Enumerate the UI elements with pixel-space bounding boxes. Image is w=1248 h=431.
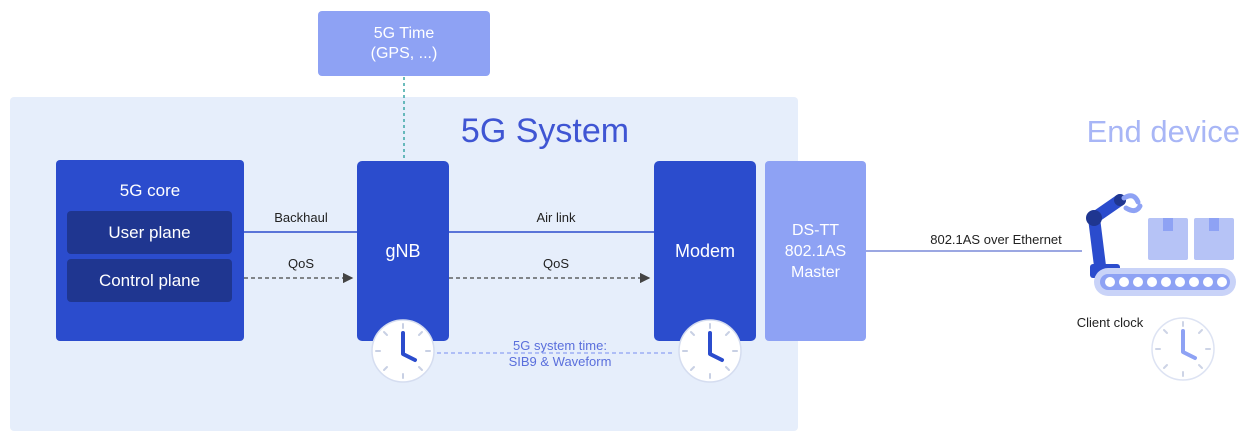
system-title: 5G System [460, 111, 630, 150]
gnb-box: gNB [357, 161, 449, 341]
dstt-label-1: DS-TT [791, 221, 840, 239]
control-plane-box: Control plane [67, 259, 232, 302]
dstt-box: DS-TT 802.1AS Master [765, 161, 866, 341]
system-time-line-1: 5G system time: [513, 338, 607, 353]
core-qos-label: QoS [287, 255, 314, 271]
backhaul-label: Backhaul [274, 209, 328, 225]
core-box: 5G core User plane Control plane [56, 160, 244, 341]
user-plane-box: User plane [67, 211, 232, 254]
package-icon [1148, 218, 1234, 260]
conveyor-belt-icon [1094, 268, 1236, 296]
ethernet-label: 802.1AS over Ethernet [930, 231, 1062, 247]
gnb-label: gNB [385, 240, 421, 261]
modem-label: Modem [674, 240, 736, 261]
robot-arm-icon [1086, 193, 1143, 278]
system-time-line-2: SIB9 & Waveform [508, 354, 612, 369]
modem-clock-icon [677, 318, 743, 384]
modem-box: Modem [654, 161, 756, 341]
client-clock-icon [1150, 316, 1216, 382]
core-title: 5G core [119, 181, 181, 200]
air-qos-label: QoS [542, 255, 569, 271]
time-source-sublabel: (GPS, ...) [370, 44, 438, 62]
time-source-label: 5G Time [373, 24, 435, 42]
system-time-label: 5G system time: SIB9 & Waveform [455, 336, 665, 372]
air-link-label: Air link [536, 209, 576, 225]
dstt-label-3: Master [791, 263, 840, 281]
time-source-box: 5G Time (GPS, ...) [318, 11, 490, 76]
end-device-title: End device [1086, 114, 1240, 149]
client-clock-label: Client clock [1076, 314, 1144, 330]
dstt-label-2: 802.1AS [784, 242, 847, 260]
end-device-illustration [1086, 193, 1236, 296]
gnb-clock-icon [370, 318, 436, 384]
